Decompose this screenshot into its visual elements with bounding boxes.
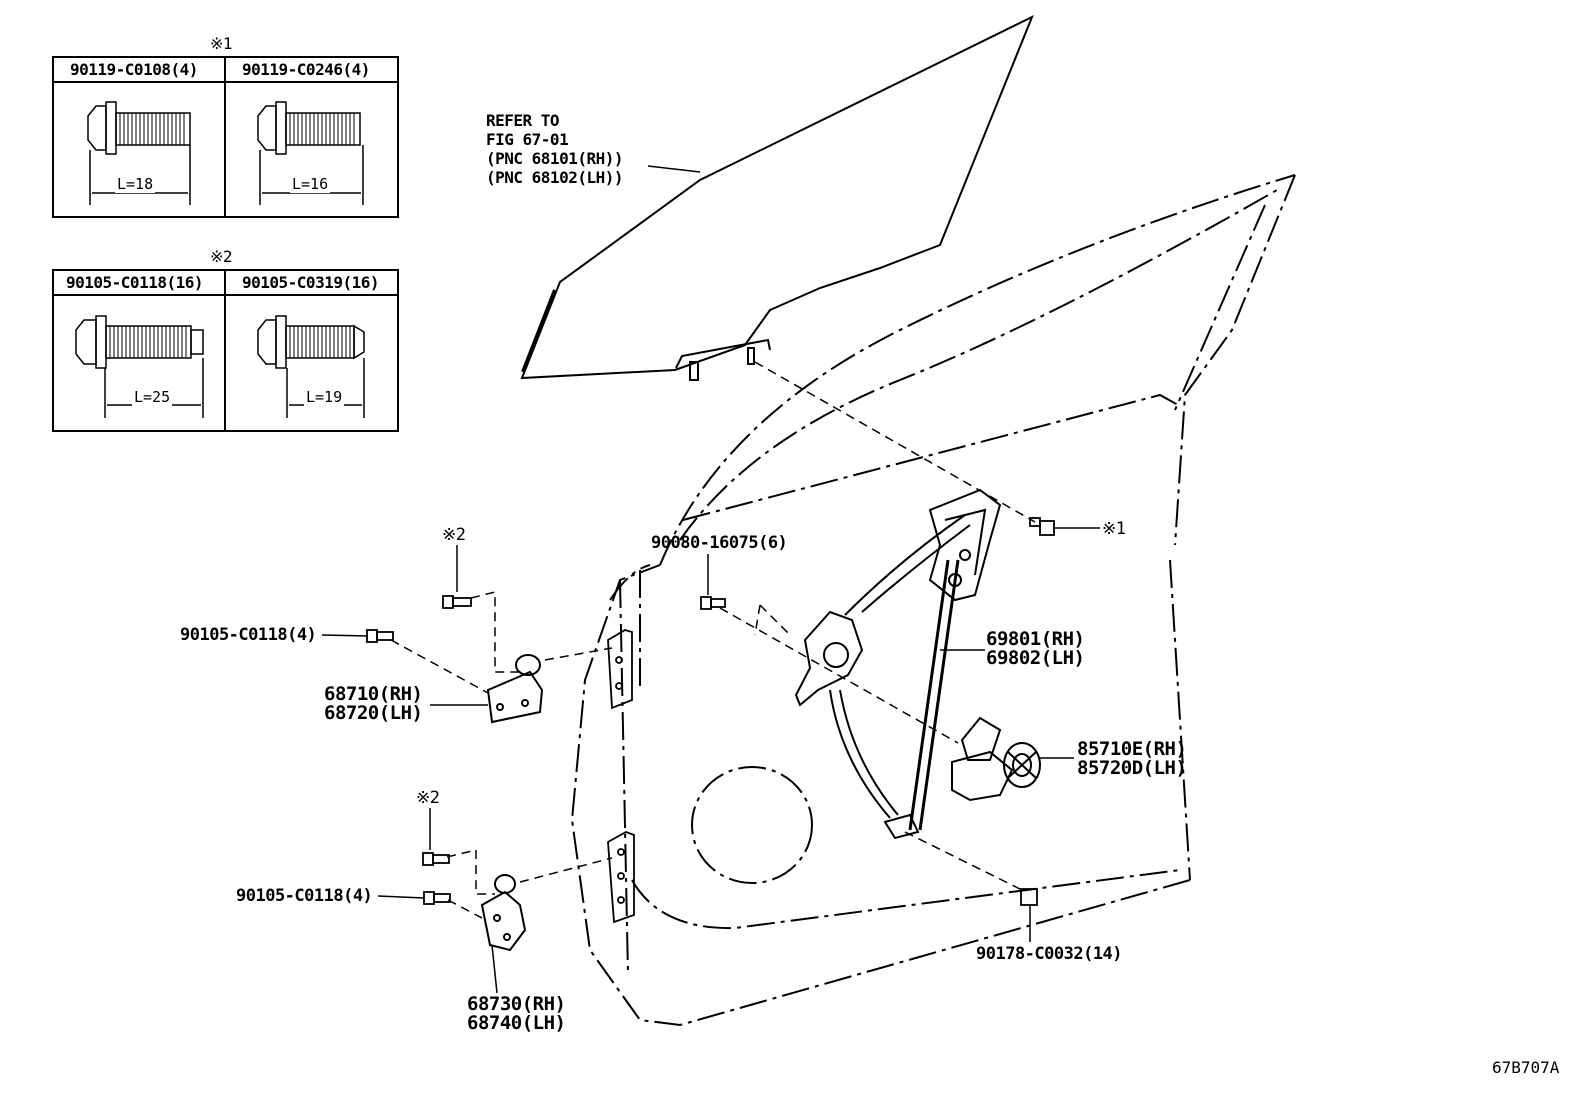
bolt-ref-mark: ※1: [1102, 519, 1126, 539]
motor-rh: 85710E(RH): [1077, 738, 1187, 760]
bolt-icon: [87, 101, 191, 205]
refer-note-line: REFER TO: [486, 111, 560, 130]
bolt-table-1: [52, 56, 399, 218]
bolt-icon: [423, 891, 451, 905]
thread-hatching: [109, 113, 355, 358]
table2-part-2: 90105-C0319(16): [242, 273, 380, 292]
refer-note: REFER TO FIG 67-01 (PNC 68101(RH)) (PNC …: [486, 111, 624, 187]
regulator-motor: [951, 716, 1041, 802]
bolt-icon: [422, 852, 450, 866]
nut-label: 90178-C0032(14): [976, 944, 1123, 964]
bolt-icon: [700, 596, 726, 610]
upper-hinge-lh: 68720(LH): [324, 702, 423, 724]
bolt-table-2: [52, 269, 399, 432]
refer-note-line: (PNC 68102(LH)): [486, 168, 624, 187]
refer-note-line: FIG 67-01: [486, 130, 569, 149]
table2-part-1: 90105-C0118(16): [66, 273, 204, 292]
upper-hinge: [486, 654, 544, 724]
bolt-icon: [442, 595, 472, 609]
regulator-rh: 69801(RH): [986, 628, 1085, 650]
lower-hinge-label: 68730(RH) 68740(LH): [467, 993, 566, 1034]
figure-code: 67B707A: [1492, 1058, 1560, 1077]
upper-hinge-label: 68710(RH) 68720(LH): [324, 683, 423, 724]
bolt-icon: [257, 315, 365, 418]
refer-leader: [647, 165, 701, 173]
table1-part-2: 90119-C0246(4): [242, 60, 370, 79]
table1-length-2: L=16: [290, 175, 331, 193]
bolt-icon: [257, 101, 364, 205]
motor-label: 85710E(RH) 85720D(LH): [1077, 738, 1187, 779]
motor-lh: 85720D(LH): [1077, 757, 1187, 779]
table1-mark: ※1: [210, 34, 233, 53]
regulator-lh: 69802(LH): [986, 647, 1085, 669]
table2-mark: ※2: [210, 247, 233, 266]
bolt-90080-label: 90080-16075(6): [651, 533, 788, 553]
window-regulator: [794, 488, 1002, 840]
bolt-icon: [366, 629, 394, 643]
door-glass: [520, 14, 1034, 381]
bolt-icon: [75, 315, 204, 418]
lower-bolt-label: 90105-C0118(4): [236, 886, 373, 906]
regulator-label: 69801(RH) 69802(LH): [986, 628, 1085, 669]
nut-icon: [1020, 888, 1038, 906]
lower-hinge: [480, 874, 527, 952]
upper-bolt-label: 90105-C0118(4): [180, 625, 317, 645]
leaders: [321, 527, 1100, 994]
lower-hinge-rh: 68730(RH): [467, 993, 566, 1015]
door-outline: [570, 174, 1296, 1027]
upper-hinge-bolt-mark: ※2: [442, 525, 466, 545]
lower-hinge-lh: 68740(LH): [467, 1012, 566, 1034]
table2-length-2: L=19: [304, 388, 345, 406]
upper-hinge-rh: 68710(RH): [324, 683, 423, 705]
table1-part-1: 90119-C0108(4): [70, 60, 198, 79]
table2-length-1: L=25: [132, 388, 173, 406]
table1-length-1: L=18: [115, 175, 156, 193]
assembly-lines: [390, 361, 1036, 919]
lower-hinge-bolt-mark: ※2: [416, 788, 440, 808]
speaker-opening: [691, 766, 813, 884]
door-hinge-plates: [607, 629, 635, 924]
refer-note-line: (PNC 68101(RH)): [486, 149, 624, 168]
